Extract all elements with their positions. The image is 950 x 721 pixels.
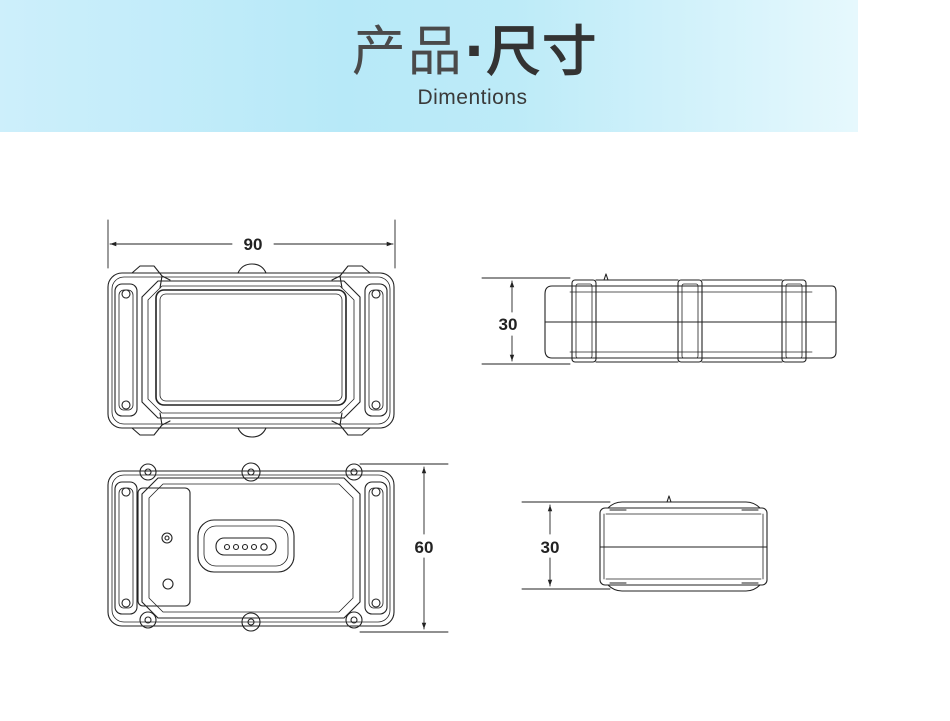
page-subtitle: Dimentions [417, 86, 528, 109]
header-banner [0, 0, 858, 132]
front-view [107, 219, 396, 438]
title-light: 产品 [351, 20, 464, 83]
dim-label-30-bottom: 30 [541, 538, 560, 557]
title-bold: 尺寸 [486, 20, 599, 83]
dim-label-90: 90 [244, 235, 263, 254]
side-view-bottom [521, 495, 768, 592]
title-dot: · [463, 20, 487, 83]
dim-label-60: 60 [415, 538, 434, 557]
page-title: 产品·尺寸 [0, 22, 950, 82]
side-view-top [481, 273, 837, 365]
back-view [107, 462, 449, 633]
dim-label-30-top: 30 [499, 315, 518, 334]
